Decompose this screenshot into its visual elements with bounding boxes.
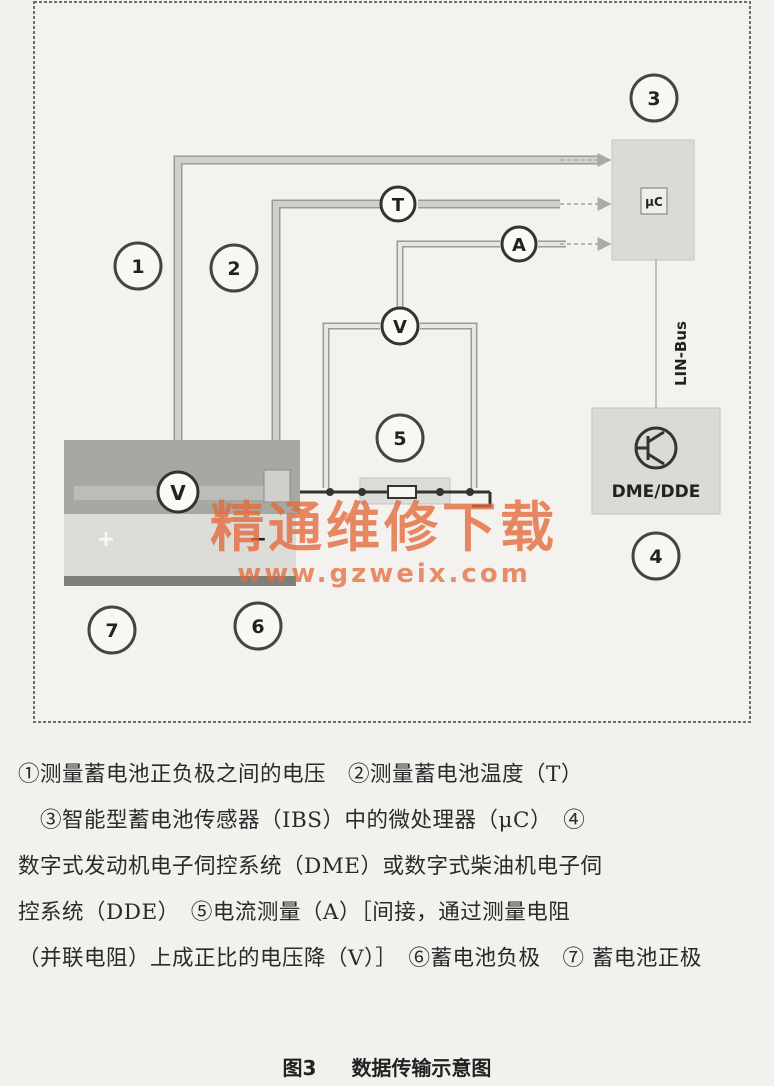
- callout-5: 5: [375, 413, 425, 463]
- callout-6-label: 6: [251, 616, 264, 638]
- caption-line-2: ③智能型蓄电池传感器（IBS）中的微处理器（μC） ④: [18, 808, 586, 833]
- caption-line-5: （并联电阻）上成正比的电压降（V）］ ⑥蓄电池负极 ⑦: [18, 946, 585, 971]
- callout-6: 6: [233, 601, 283, 651]
- shunt-loop: [324, 324, 476, 488]
- callout-2: 2: [209, 243, 259, 293]
- caption-line-6: 蓄电池正极: [591, 946, 702, 971]
- caption-line-3: 数字式发动机电子伺控系统（DME）或数字式柴油机电子伺: [18, 854, 603, 879]
- callout-4-label: 4: [649, 546, 662, 568]
- shunt-ground: [472, 492, 492, 508]
- voltage-meter-battery: V: [156, 470, 200, 514]
- transistor-icon: [634, 426, 678, 470]
- callout-7: 7: [87, 605, 137, 655]
- temperature-meter: T: [379, 185, 417, 223]
- voltage-meter-battery-label: V: [170, 481, 186, 505]
- callout-3: 3: [629, 73, 679, 123]
- battery-body: [64, 514, 296, 584]
- figure-title-text: 数据传输示意图: [351, 1056, 492, 1080]
- watermark-chinese: 精通维修下载: [210, 496, 558, 559]
- shunt-resistor: [387, 485, 417, 499]
- battery-plus-label: +: [97, 527, 115, 552]
- figure-title: 图3 数据传输示意图: [0, 1052, 774, 1081]
- battery-minus-label: −: [249, 527, 267, 552]
- shunt-node-1: [326, 488, 334, 496]
- lin-bus-label: LIN-Bus: [672, 321, 690, 386]
- wire-current-a: [398, 242, 500, 308]
- shunt-node-4: [466, 488, 474, 496]
- callout-1: 1: [113, 241, 163, 291]
- callout-4: 4: [631, 531, 681, 581]
- current-meter: A: [500, 225, 538, 263]
- voltage-meter-shunt-label: V: [393, 317, 407, 338]
- dme-dde-box: [591, 407, 721, 515]
- negative-terminal-clamp: [263, 469, 291, 503]
- callout-7-label: 7: [105, 620, 118, 642]
- current-meter-label: A: [512, 235, 526, 256]
- battery-base: [64, 576, 296, 586]
- callout-2-label: 2: [227, 258, 240, 280]
- voltage-meter-shunt: V: [380, 306, 420, 346]
- caption-line-4: 控系统（DDE） ⑤电流测量（A）［间接，通过测量电阻: [18, 900, 571, 925]
- caption-line-1: ①测量蓄电池正负极之间的电压 ②测量蓄电池温度（T）: [18, 762, 583, 787]
- callout-1-label: 1: [131, 256, 144, 278]
- diagram-frame: [33, 1, 751, 723]
- shunt-node-3: [436, 488, 444, 496]
- microcontroller-label: µC: [645, 195, 663, 209]
- callout-3-label: 3: [647, 88, 660, 110]
- figure-number: 图3: [282, 1056, 317, 1080]
- watermark-url: www.gzweix.com: [237, 559, 531, 589]
- shunt-node-2: [358, 488, 366, 496]
- microcontroller-chip: [640, 187, 668, 215]
- callout-5-label: 5: [393, 428, 406, 450]
- wire-voltage: [175, 157, 600, 478]
- diagram: µC LIN-Bus DME/DDE: [33, 1, 751, 723]
- figure-caption: ①测量蓄电池正负极之间的电压 ②测量蓄电池温度（T） ③智能型蓄电池传感器（IB…: [18, 752, 754, 982]
- temperature-meter-label: T: [392, 195, 405, 216]
- dme-dde-label: DME/DDE: [612, 482, 701, 502]
- wire-temp-a: [273, 201, 380, 470]
